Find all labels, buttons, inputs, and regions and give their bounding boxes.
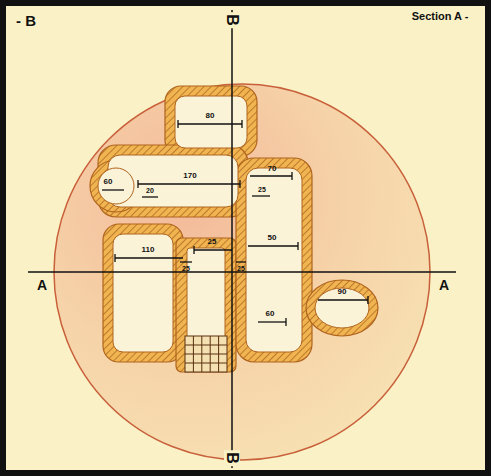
cavity-walls — [90, 86, 378, 372]
dimension-lines — [102, 120, 368, 326]
dimension-label: 70 — [268, 165, 277, 173]
dimension-label: 60 — [266, 310, 275, 318]
dimension-label: 90 — [338, 288, 347, 296]
section-letter: A — [37, 278, 47, 292]
dimension-label: 25 — [237, 265, 245, 272]
dimension-label: 60 — [104, 178, 113, 186]
section-marker: - B — [16, 13, 36, 28]
section-letter: B — [224, 450, 240, 466]
dimension-label: 25 — [258, 186, 266, 193]
dimension-label: 25 — [208, 238, 217, 246]
dimension-label: 110 — [142, 246, 155, 254]
paper — [6, 6, 485, 470]
grid-block — [185, 336, 227, 372]
section-letter: B — [224, 12, 240, 28]
section-title: Section A - — [412, 11, 469, 22]
cavity-voids — [98, 96, 369, 352]
dimension-label: 80 — [206, 112, 215, 120]
dimension-label: 25 — [182, 265, 190, 272]
section-letter: A — [439, 278, 449, 292]
dimension-label: 50 — [268, 234, 277, 242]
dimension-label: 170 — [183, 172, 196, 180]
section-lines — [28, 10, 456, 468]
dimension-label: 20 — [146, 187, 154, 194]
